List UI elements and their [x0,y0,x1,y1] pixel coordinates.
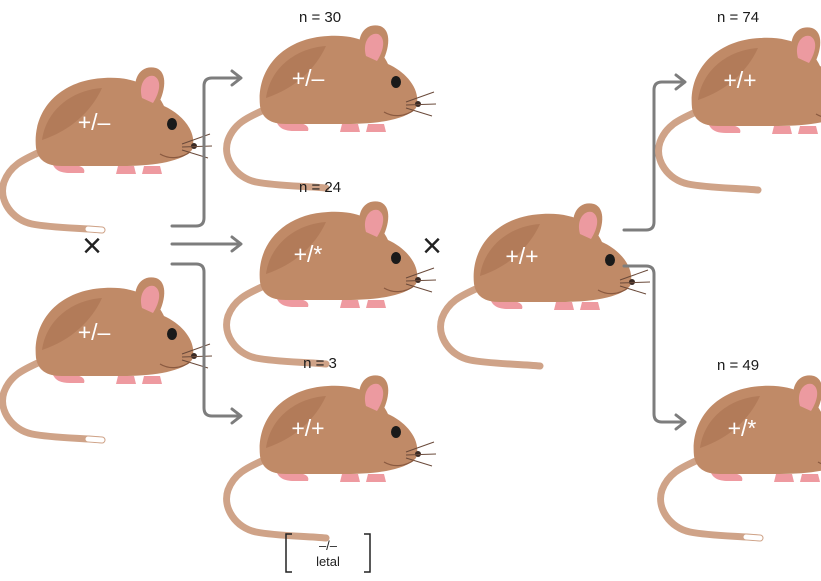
arrow-icon [170,235,243,253]
offspring-mouse-3: +/+ [227,375,436,538]
parent-mouse-top: +/– [3,67,212,230]
offspring-2-genotype: +/* [294,241,323,267]
testcross-offspring-1-genotype: +/+ [723,67,756,93]
testcross-partner-mouse: +/+ [441,203,650,366]
offspring-3-count: n = 3 [303,355,337,372]
offspring-2-count: n = 24 [299,179,341,196]
cross-icon: × [82,227,102,265]
mouse-icon [661,375,821,538]
arrow-icon [170,262,243,425]
testcross-offspring-1-count: n = 74 [717,9,759,26]
mouse-icon [227,375,436,538]
testcross-partner-genotype: +/+ [505,243,538,269]
mouse-icon [441,203,650,366]
parent-mouse-bottom: +/– [3,277,212,440]
lethal-genotype: –/– [319,538,338,553]
offspring-1-count: n = 30 [299,9,341,26]
offspring-1-genotype: +/– [292,65,325,91]
mouse-icon [3,277,212,440]
arrow-icon [170,69,243,228]
offspring-3-genotype: +/+ [291,415,324,441]
arrow-icon [622,264,687,431]
cross-icon: × [422,227,442,265]
lethal-label: letal [316,554,340,569]
testcross-offspring-2-count: n = 49 [717,357,759,374]
mouse-icon [227,201,436,364]
testcross-offspring-mouse-2: +/* [661,375,821,538]
parent-bottom-genotype: +/– [78,319,111,345]
offspring-mouse-2: +/* [227,201,436,364]
parent-top-genotype: +/– [78,109,111,135]
mouse-icon [227,25,436,188]
testcross-offspring-mouse-1: +/+ [659,27,821,190]
testcross-offspring-2-genotype: +/* [728,415,757,441]
mouse-icon [3,67,212,230]
offspring-mouse-1: +/– [227,25,436,188]
arrow-icon [622,73,687,232]
lethal-note: –/– letal [285,533,371,573]
mouse-icon [659,27,821,190]
